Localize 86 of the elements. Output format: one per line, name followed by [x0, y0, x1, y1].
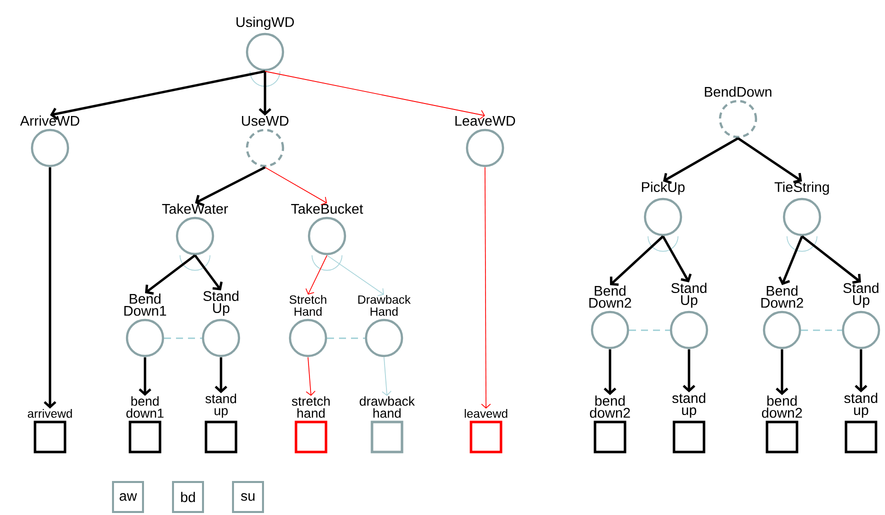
node-label: stretch hand — [292, 396, 330, 418]
action-node: stretch hand — [292, 396, 330, 454]
arrow — [854, 349, 868, 392]
task-node: TieString — [774, 182, 829, 236]
arrow — [801, 235, 861, 284]
arrow — [306, 356, 316, 396]
node-label: stand up — [844, 392, 878, 418]
node-label: Bend Down1 — [124, 294, 166, 316]
dashed-line — [327, 338, 365, 340]
node-label: PickUp — [642, 182, 685, 195]
arrow — [44, 167, 56, 409]
node-label: TakeBucket — [291, 204, 364, 214]
task-node: TakeWater — [162, 204, 228, 256]
dashed-line — [629, 330, 670, 332]
arrow — [195, 166, 266, 206]
action-node: stand up — [844, 392, 878, 454]
task-node: BendDown — [704, 86, 772, 138]
node-label: Stand Up — [671, 282, 706, 308]
node-label: stand up — [205, 394, 236, 418]
arrow — [306, 254, 328, 295]
task-node: Bend Down1 — [124, 294, 166, 358]
task-node: Stand Up — [842, 282, 880, 350]
node-label: UsingWD — [236, 16, 294, 30]
arrow — [258, 71, 272, 116]
node-label: TakeWater — [162, 204, 228, 214]
arrow — [194, 254, 223, 290]
arrow — [145, 254, 196, 295]
arrow — [682, 349, 696, 392]
dashed-line — [801, 330, 842, 332]
node-label: leavewd — [464, 409, 508, 418]
task-node: UseWD — [242, 116, 288, 168]
arrow — [604, 349, 616, 396]
node-label: bend down2 — [590, 396, 630, 418]
node-label: drawback hand — [360, 396, 415, 418]
node-label: ArriveWD — [20, 116, 80, 126]
task-node: UsingWD — [236, 16, 294, 72]
arrow — [264, 70, 485, 120]
task-node: ArriveWD — [20, 116, 80, 168]
arrow — [50, 70, 266, 120]
task-node: TakeBucket — [291, 204, 364, 256]
action-node: stand up — [672, 392, 706, 454]
task-node: Stand Up — [202, 290, 240, 358]
action-node: bend down2 — [590, 396, 630, 454]
arrow — [610, 235, 664, 286]
arrow — [214, 357, 228, 394]
node-label: Stand Up — [203, 290, 238, 316]
tag-box: bd — [172, 481, 204, 513]
dashed-line — [164, 338, 202, 340]
task-node: Bend Down2 — [589, 286, 632, 350]
node-label: arrivewd — [28, 409, 72, 418]
task-node: PickUp — [642, 182, 685, 236]
arrow — [481, 166, 491, 409]
action-node: leavewd — [464, 409, 508, 454]
arrow — [778, 236, 804, 286]
task-node: Bend Down2 — [761, 286, 804, 350]
arrow — [663, 137, 739, 184]
action-node: stand up — [204, 394, 238, 454]
node-label: Bend Down2 — [761, 286, 804, 308]
arrow — [382, 356, 392, 396]
action-node: drawback hand — [360, 396, 415, 454]
node-label: stand up — [672, 392, 706, 418]
node-label: Stretch Hand — [290, 295, 326, 316]
tag-box: su — [232, 481, 264, 513]
node-label: bend down2 — [762, 396, 802, 418]
task-node: LeaveWD — [455, 116, 516, 168]
action-node: bend down2 — [762, 396, 802, 454]
arrow — [662, 236, 692, 282]
node-label: Drawback Hand — [358, 295, 411, 316]
node-label: BendDown — [704, 86, 772, 97]
arrow — [138, 357, 152, 396]
arrow — [326, 254, 384, 296]
arrow — [737, 137, 802, 184]
arrow — [264, 166, 327, 206]
node-label: Stand Up — [843, 282, 878, 308]
node-label: bend down1 — [126, 396, 164, 418]
task-node: Stand Up — [670, 282, 708, 350]
tag-box: aw — [112, 481, 144, 513]
action-node: bend down1 — [126, 396, 164, 454]
node-label: UseWD — [242, 116, 288, 126]
action-node: arrivewd — [28, 409, 72, 454]
node-label: TieString — [774, 182, 829, 195]
node-label: Bend Down2 — [589, 286, 632, 308]
arrow — [776, 349, 788, 396]
node-label: LeaveWD — [455, 116, 516, 126]
task-node: Drawback Hand — [358, 295, 411, 358]
task-node: Stretch Hand — [288, 295, 328, 358]
